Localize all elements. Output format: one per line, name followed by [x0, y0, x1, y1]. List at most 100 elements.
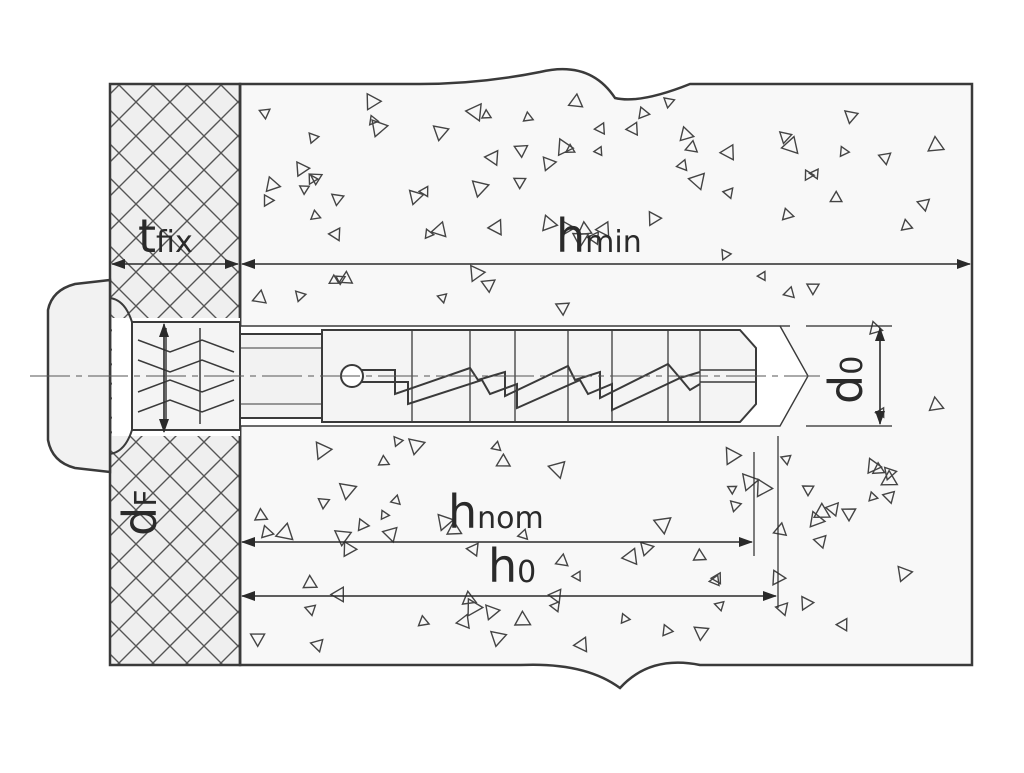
aggregate-triangle — [867, 457, 883, 475]
aggregate-triangle — [308, 132, 321, 145]
aggregate-triangle — [707, 573, 720, 587]
label-tfix: tfix — [138, 209, 193, 263]
aggregate-triangle — [309, 638, 324, 654]
aggregate-triangle — [377, 454, 391, 466]
aggregate-triangle — [638, 105, 652, 120]
aggregate-triangle — [263, 193, 276, 208]
aggregate-triangle — [303, 604, 317, 617]
aggregate-triangle — [464, 102, 482, 123]
aggregate-triangle — [371, 119, 390, 139]
aggregate-triangle — [513, 144, 529, 159]
aggregate-triangle — [417, 185, 429, 198]
aggregate-triangle — [445, 520, 463, 535]
aggregate-triangle — [302, 573, 319, 589]
aggregate-triangle — [328, 273, 340, 285]
aggregate-triangle — [687, 172, 706, 191]
aggregate-triangle — [729, 500, 743, 513]
aggregate-triangle — [721, 248, 733, 262]
aggregate-triangle — [249, 633, 266, 648]
aggregate-triangle — [648, 210, 663, 227]
aggregate-triangle — [709, 571, 722, 585]
aggregate-triangle — [548, 600, 561, 613]
aggregate-triangle — [840, 508, 857, 523]
aggregate-triangle — [843, 109, 860, 125]
aggregate-triangle — [801, 485, 815, 498]
aggregate-triangle — [408, 189, 425, 206]
aggregate-triangle — [495, 452, 512, 467]
aggregate-triangle — [258, 108, 272, 121]
aggregate-triangle — [779, 454, 792, 467]
aggregate-triangle — [756, 478, 774, 498]
aggregate-triangle — [260, 524, 276, 539]
aggregate-triangle — [624, 121, 639, 137]
aggregate-triangle — [315, 441, 334, 461]
aggregate-triangle — [513, 609, 532, 626]
aggregate-triangle — [812, 534, 827, 550]
aggregate-triangle — [620, 547, 638, 566]
aggregate-triangle — [809, 510, 827, 528]
aggregate-triangle — [868, 490, 880, 502]
aggregate-triangle — [900, 218, 914, 232]
aggregate-triangle — [368, 114, 380, 126]
aggregate-triangle — [546, 460, 566, 480]
aggregate-triangle — [915, 198, 931, 213]
aggregate-triangle — [467, 597, 485, 618]
aggregate-triangle — [522, 110, 535, 122]
aggregate-triangle — [774, 601, 789, 617]
aggregate-triangle — [317, 497, 331, 511]
aggregate-triangle — [330, 193, 346, 207]
aggregate-triangle — [880, 469, 899, 486]
aggregate-triangle — [554, 552, 569, 567]
aggregate-triangle — [824, 501, 840, 518]
aggregate-triangle — [424, 227, 436, 240]
aggregate-triangle — [721, 187, 734, 200]
aggregate-triangle — [881, 490, 896, 505]
aggregate-triangle — [713, 600, 725, 613]
aggregate-triangle — [562, 220, 577, 236]
aggregate-triangle — [471, 180, 491, 199]
aggregate-triangle — [417, 614, 431, 627]
aggregate-triangle — [812, 501, 832, 519]
aggregate-triangle — [389, 493, 402, 506]
label-hnom: hnom — [448, 485, 544, 539]
aggregate-triangle — [380, 509, 391, 521]
aggregate-triangle — [801, 595, 816, 612]
aggregate-triangle — [480, 108, 493, 119]
aggregate-triangle — [251, 288, 268, 304]
aggregate-triangle — [381, 526, 398, 544]
aggregate-triangle — [571, 232, 590, 249]
aggregate-triangle — [338, 269, 354, 284]
aggregate-triangle — [298, 185, 311, 196]
aggregate-triangle — [718, 143, 735, 161]
aggregate-triangle — [839, 145, 851, 158]
aggregate-triangle — [834, 617, 848, 633]
aggregate-triangle — [725, 446, 743, 466]
aggregate-triangle — [593, 121, 606, 136]
aggregate-triangle — [781, 285, 796, 299]
expansion-body — [321, 329, 757, 423]
aggregate-triangle — [679, 125, 696, 142]
aggregate-triangle — [366, 92, 383, 111]
aggregate-triangle — [781, 207, 796, 221]
aggregate-triangle — [265, 175, 282, 193]
aggregate-triangle — [338, 482, 358, 501]
aggregate-triangle — [454, 613, 470, 630]
aggregate-triangle — [357, 517, 371, 532]
aggregate-triangle — [927, 135, 946, 152]
aggregate-triangle — [429, 220, 447, 238]
label-h0: h0 — [488, 539, 536, 593]
aggregate-triangle — [542, 156, 558, 172]
aggregate-triangle — [662, 96, 676, 110]
aggregate-triangle — [542, 213, 559, 232]
aggregate-triangle — [572, 636, 588, 653]
aggregate-triangle — [620, 612, 632, 625]
aggregate-triangle — [483, 149, 499, 167]
aggregate-triangle — [554, 302, 571, 317]
aggregate-triangle — [309, 208, 322, 221]
aggregate-triangle — [594, 220, 610, 238]
aggregate-triangle — [253, 507, 269, 521]
aggregate-triangle — [296, 160, 312, 178]
aggregate-triangle — [436, 293, 448, 305]
aggregate-triangle — [755, 270, 766, 282]
